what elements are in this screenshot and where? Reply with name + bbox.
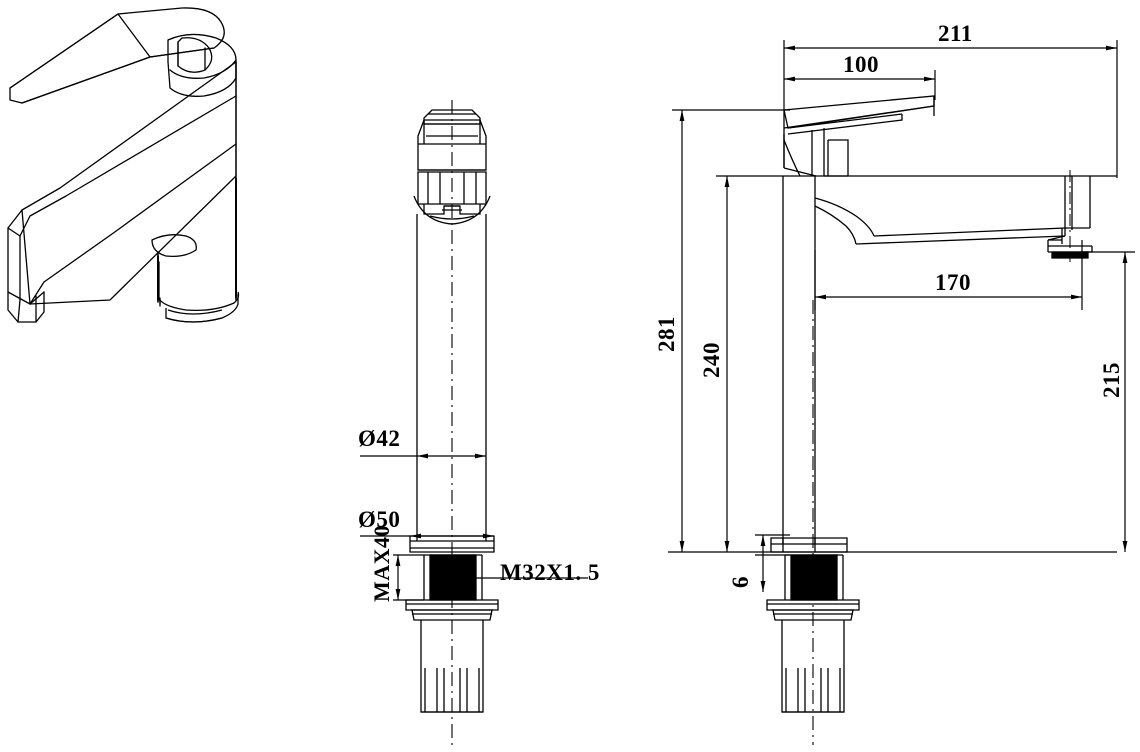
side-view-dimensions xyxy=(672,40,1135,592)
side-handle-hub xyxy=(783,128,849,177)
dim-label-100: 100 xyxy=(843,52,879,77)
dim-label-211: 211 xyxy=(938,21,973,46)
handle-underside xyxy=(9,13,151,104)
side-base-escutcheon xyxy=(770,537,848,553)
column-cylinder xyxy=(157,179,237,301)
dim-label-240: 240 xyxy=(699,342,724,378)
side-threaded-shank xyxy=(784,554,844,601)
side-lock-washer xyxy=(766,599,860,621)
side-handle xyxy=(783,95,935,135)
front-cartridge-cap xyxy=(417,119,487,171)
spout-tip xyxy=(7,291,45,323)
perspective-view-detail xyxy=(157,177,237,301)
side-spout xyxy=(814,176,1093,253)
perspective-base-ring xyxy=(157,291,240,323)
dim-label-281: 281 xyxy=(654,316,679,352)
side-aerator xyxy=(1051,251,1089,259)
perspective-column xyxy=(157,177,237,301)
handle-pivot-boss xyxy=(177,37,213,73)
dim-label-dia42: Ø42 xyxy=(358,426,400,451)
dim-label-max40: MAX40 xyxy=(369,525,394,602)
spout-collar xyxy=(151,234,197,258)
dim-label-170: 170 xyxy=(935,270,971,295)
perspective-view xyxy=(7,7,237,323)
side-elevation-view xyxy=(668,95,1117,745)
spout-body xyxy=(7,61,237,305)
front-view-dimensions xyxy=(360,453,588,601)
side-body-shaft xyxy=(782,176,816,552)
front-column xyxy=(416,214,487,536)
handle-top-face xyxy=(117,7,225,58)
side-fixing-bolt xyxy=(781,620,845,713)
dim-label-dia50: Ø50 xyxy=(358,507,400,532)
dim-label-6: 6 xyxy=(728,576,753,588)
dim-label-215: 215 xyxy=(1099,362,1124,398)
front-elevation-view xyxy=(405,100,499,745)
dim-label-m32: M32X1. 5 xyxy=(500,560,600,585)
